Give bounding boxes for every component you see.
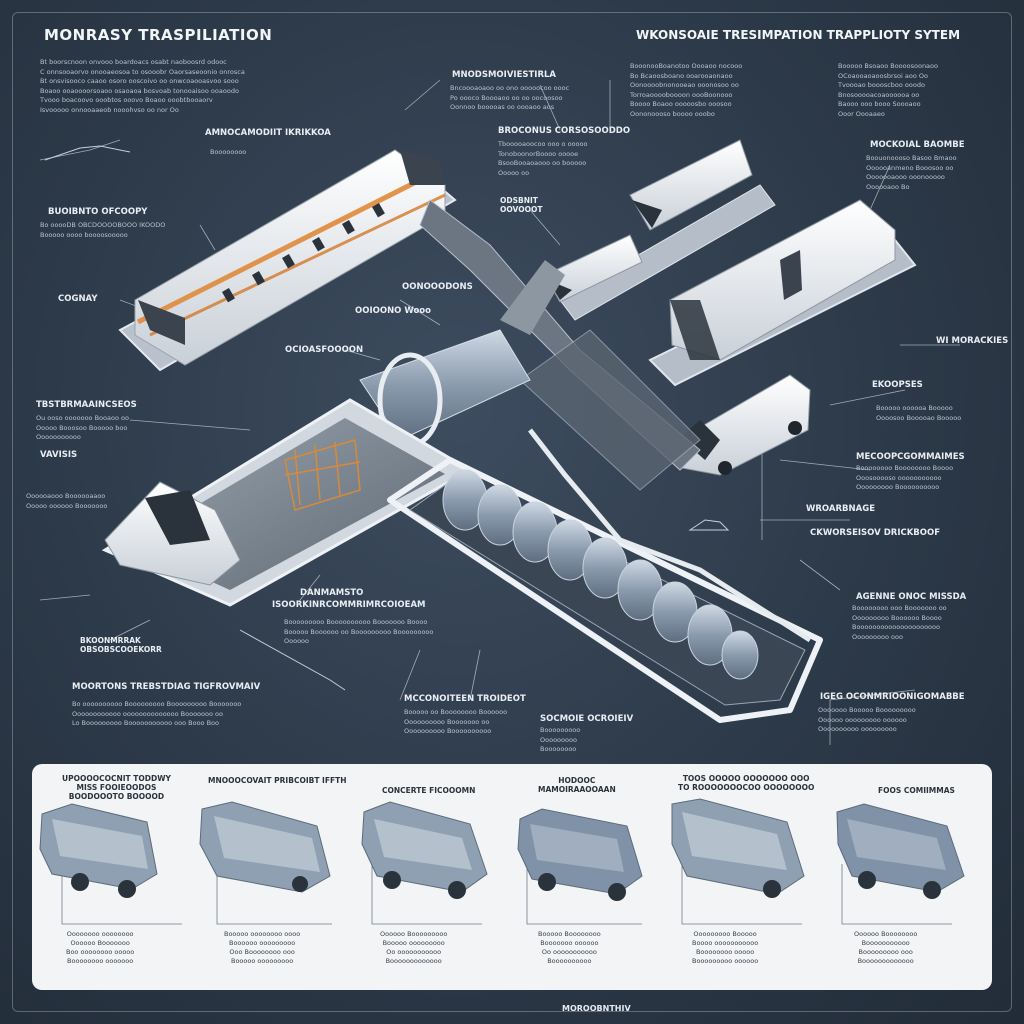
pod-4 <box>517 808 643 901</box>
paragraph-mtt: Bo oooooooooo Booooooooo Booooooooo Booo… <box>72 700 242 727</box>
paragraph-igcom: Ooooooo Booooo Booooooooo Oooooo ooooooo… <box>818 706 916 733</box>
paragraph-top-right: Booooo Bsoaoo Boooosoonaoo OCoaooaoaoosb… <box>838 62 938 118</box>
pod-6 <box>836 803 965 899</box>
leader-lines <box>39 79 960 745</box>
label-dnnmsto: DANMAMSTO <box>300 588 364 598</box>
paragraph-bstrip: Bo ooooDB OBCDOOOOBOOO IKOODO Booooo ooo… <box>40 221 166 239</box>
system-title: WKONSOAIE TRESIMPATION TRAPPLIOTY SYTEM <box>636 28 961 42</box>
label-mcoiterf: MCCONOITEEN TROIDEOT <box>404 694 526 704</box>
paragraph-soaor: Booooooooo Ooooooooo Boooooooo <box>540 726 581 753</box>
pod-2-desc: Booooo oooooooo oooo Boooooo ooooooooo O… <box>224 930 301 965</box>
label-oocow: OOIOONO Wooo <box>355 306 431 316</box>
label-mcbec: MECOOPCGOMMAIMES <box>856 452 965 462</box>
paragraph-mocnr: Boouonoooso Basoo Bmaoo Oooooanmeno Booo… <box>866 154 957 191</box>
label-wmoraci: WI MORACKIES <box>936 336 1009 346</box>
intro-paragraph: Bt boorscnoon onvooo boardoacs osabt nao… <box>40 58 245 114</box>
delivery-van <box>677 374 811 476</box>
label-bsxx: BUOIBNTO OFCOOPY <box>48 207 148 217</box>
paragraph-agrnc: Boooooooo ooo Booooooo oo Ooooooooo Booo… <box>852 604 947 641</box>
label-soaor: SOCMOIE OCROIEIV <box>540 714 634 724</box>
monorail-train <box>118 149 457 372</box>
pod-4-desc: Booooo Boooooooo Booooooo oooooo Oo oooo… <box>538 930 601 965</box>
pod-2 <box>199 801 331 893</box>
label-agrnc: AGENNE ONOC MISSDA <box>856 592 967 602</box>
pod-2-title: MNOOOCOVAIT PRIBCOIBT IFFTH <box>208 776 347 785</box>
pod-6-title: FOOS COMIIMMAS <box>878 786 955 795</box>
paragraph-vavis: Oooooaooo Boooooaaoo Ooooo oooooo Booooo… <box>26 492 108 510</box>
pod-1 <box>39 803 158 898</box>
label-wroab: WROARBNAGE <box>806 504 875 514</box>
pod-1-desc: Oooooooo oooooooo Oooooo Booooooo Boo oo… <box>66 930 135 965</box>
label-mtt: MOORTONS TREBSTDIAG TIGFROVMAIV <box>72 682 261 692</box>
paragraph-mcbec: Boooooooo Boooooooo Boooo Ooosooooso ooo… <box>856 464 954 491</box>
label-amodc: AMNOCAMODIIT IKRIKKOA <box>205 128 331 138</box>
label-ckws: CKWORSEISOV DRICKBOOF <box>810 528 941 538</box>
paragraph-dnn: Booooooooo Boooooooooo Booooooo Boooo Bo… <box>284 618 434 645</box>
label-mocnr: MOCKOIAL BAOMBE <box>870 140 965 150</box>
station-platform <box>101 398 474 607</box>
label-ooxo: OONOOODONS <box>402 282 473 292</box>
track-bridge <box>419 199 701 491</box>
label-mdiag: MNODSMOIVIESTIRLA <box>452 70 556 80</box>
footer-label: MOROOBNTHIV <box>562 1004 631 1013</box>
label-bkol: BKOONMRRAK OBSOBSCOOEKORR <box>80 636 162 654</box>
vehicle-variants-panel: UPOOOOCOCNIT TODDWY MISS FOOIEOODOS BOOD… <box>32 764 992 990</box>
paragraph-tbs: Ou ooso ooooooo Booaoo oo Ooooo Booosoo … <box>36 414 129 441</box>
page-title: MONRASY TRASPILIATION <box>44 26 273 44</box>
label-bsof: BROCONUS CORSOSOODDO <box>498 126 631 136</box>
label-igcomn: IGEG OCONMRIOONIGOMABBE <box>820 692 965 702</box>
diagram-frame <box>12 12 1012 1012</box>
pod-illustrations <box>39 798 965 925</box>
pod-3-title: CONCERTE FICOOOMN <box>382 786 476 795</box>
tram-car-right <box>648 199 917 387</box>
paragraph-mdiag: Bncoooaoaoo oo ono ooooocoo oooc Po oooc… <box>450 84 570 111</box>
pod-5-title: TOOS OOOOO OOOOOOO OOO TO ROOOOOOOCOO OO… <box>678 774 815 792</box>
paragraph-mcoit: Booooo oo Boooooooo Boooooo Oooooooooo B… <box>404 708 508 735</box>
system-illustration <box>39 79 960 745</box>
pod-5 <box>671 798 805 898</box>
pod-6-desc: Oooooo Boooooooo Booooooooooo Booooooooo… <box>854 930 918 965</box>
label-isdcr: ISOORKINRCOMMRIMRCOIOEAM <box>272 600 426 610</box>
pod-4-title: HODOOC MAMOIRAAOOAAN <box>538 776 616 794</box>
pod-5-desc: Ooooooooo Booooo Boooo ooooooooooo Boooo… <box>692 930 759 965</box>
vacuum-tube-line <box>387 428 823 723</box>
pod-1-title: UPOOOOCOCNIT TODDWY MISS FOOIEOODOS BOOD… <box>62 774 171 801</box>
label-oocs: OCIOASFOOOON <box>285 345 364 355</box>
pod-3 <box>361 801 488 899</box>
paragraph-bsof: Tbooooaoocoo ooo o ooooo TonoboonorBoooo… <box>498 140 588 177</box>
paragraph-ekoop: Booooo oooooa Booooo Oooosoo Booooao Boo… <box>876 404 962 422</box>
paragraph-top-mid: BooonooBoanotoo Oooaoo nocooo Bo Bcaoosb… <box>630 62 743 118</box>
label-ekoopss: EKOOPSES <box>872 380 923 390</box>
pod-3-desc: Oooooo Booooooooo Booooo ooooooooo Oo oo… <box>380 930 448 965</box>
sketch-icons <box>44 145 730 691</box>
label-cogna: COGNAY <box>58 294 98 304</box>
label-tbs: TBSTBRMAAINCSEOS <box>36 400 137 410</box>
label-vavis: VAVISIS <box>40 450 78 460</box>
label-omat: ODSBNIT OOVOOOT <box>500 196 543 214</box>
paragraph-amod: Boooooooo <box>210 148 247 156</box>
